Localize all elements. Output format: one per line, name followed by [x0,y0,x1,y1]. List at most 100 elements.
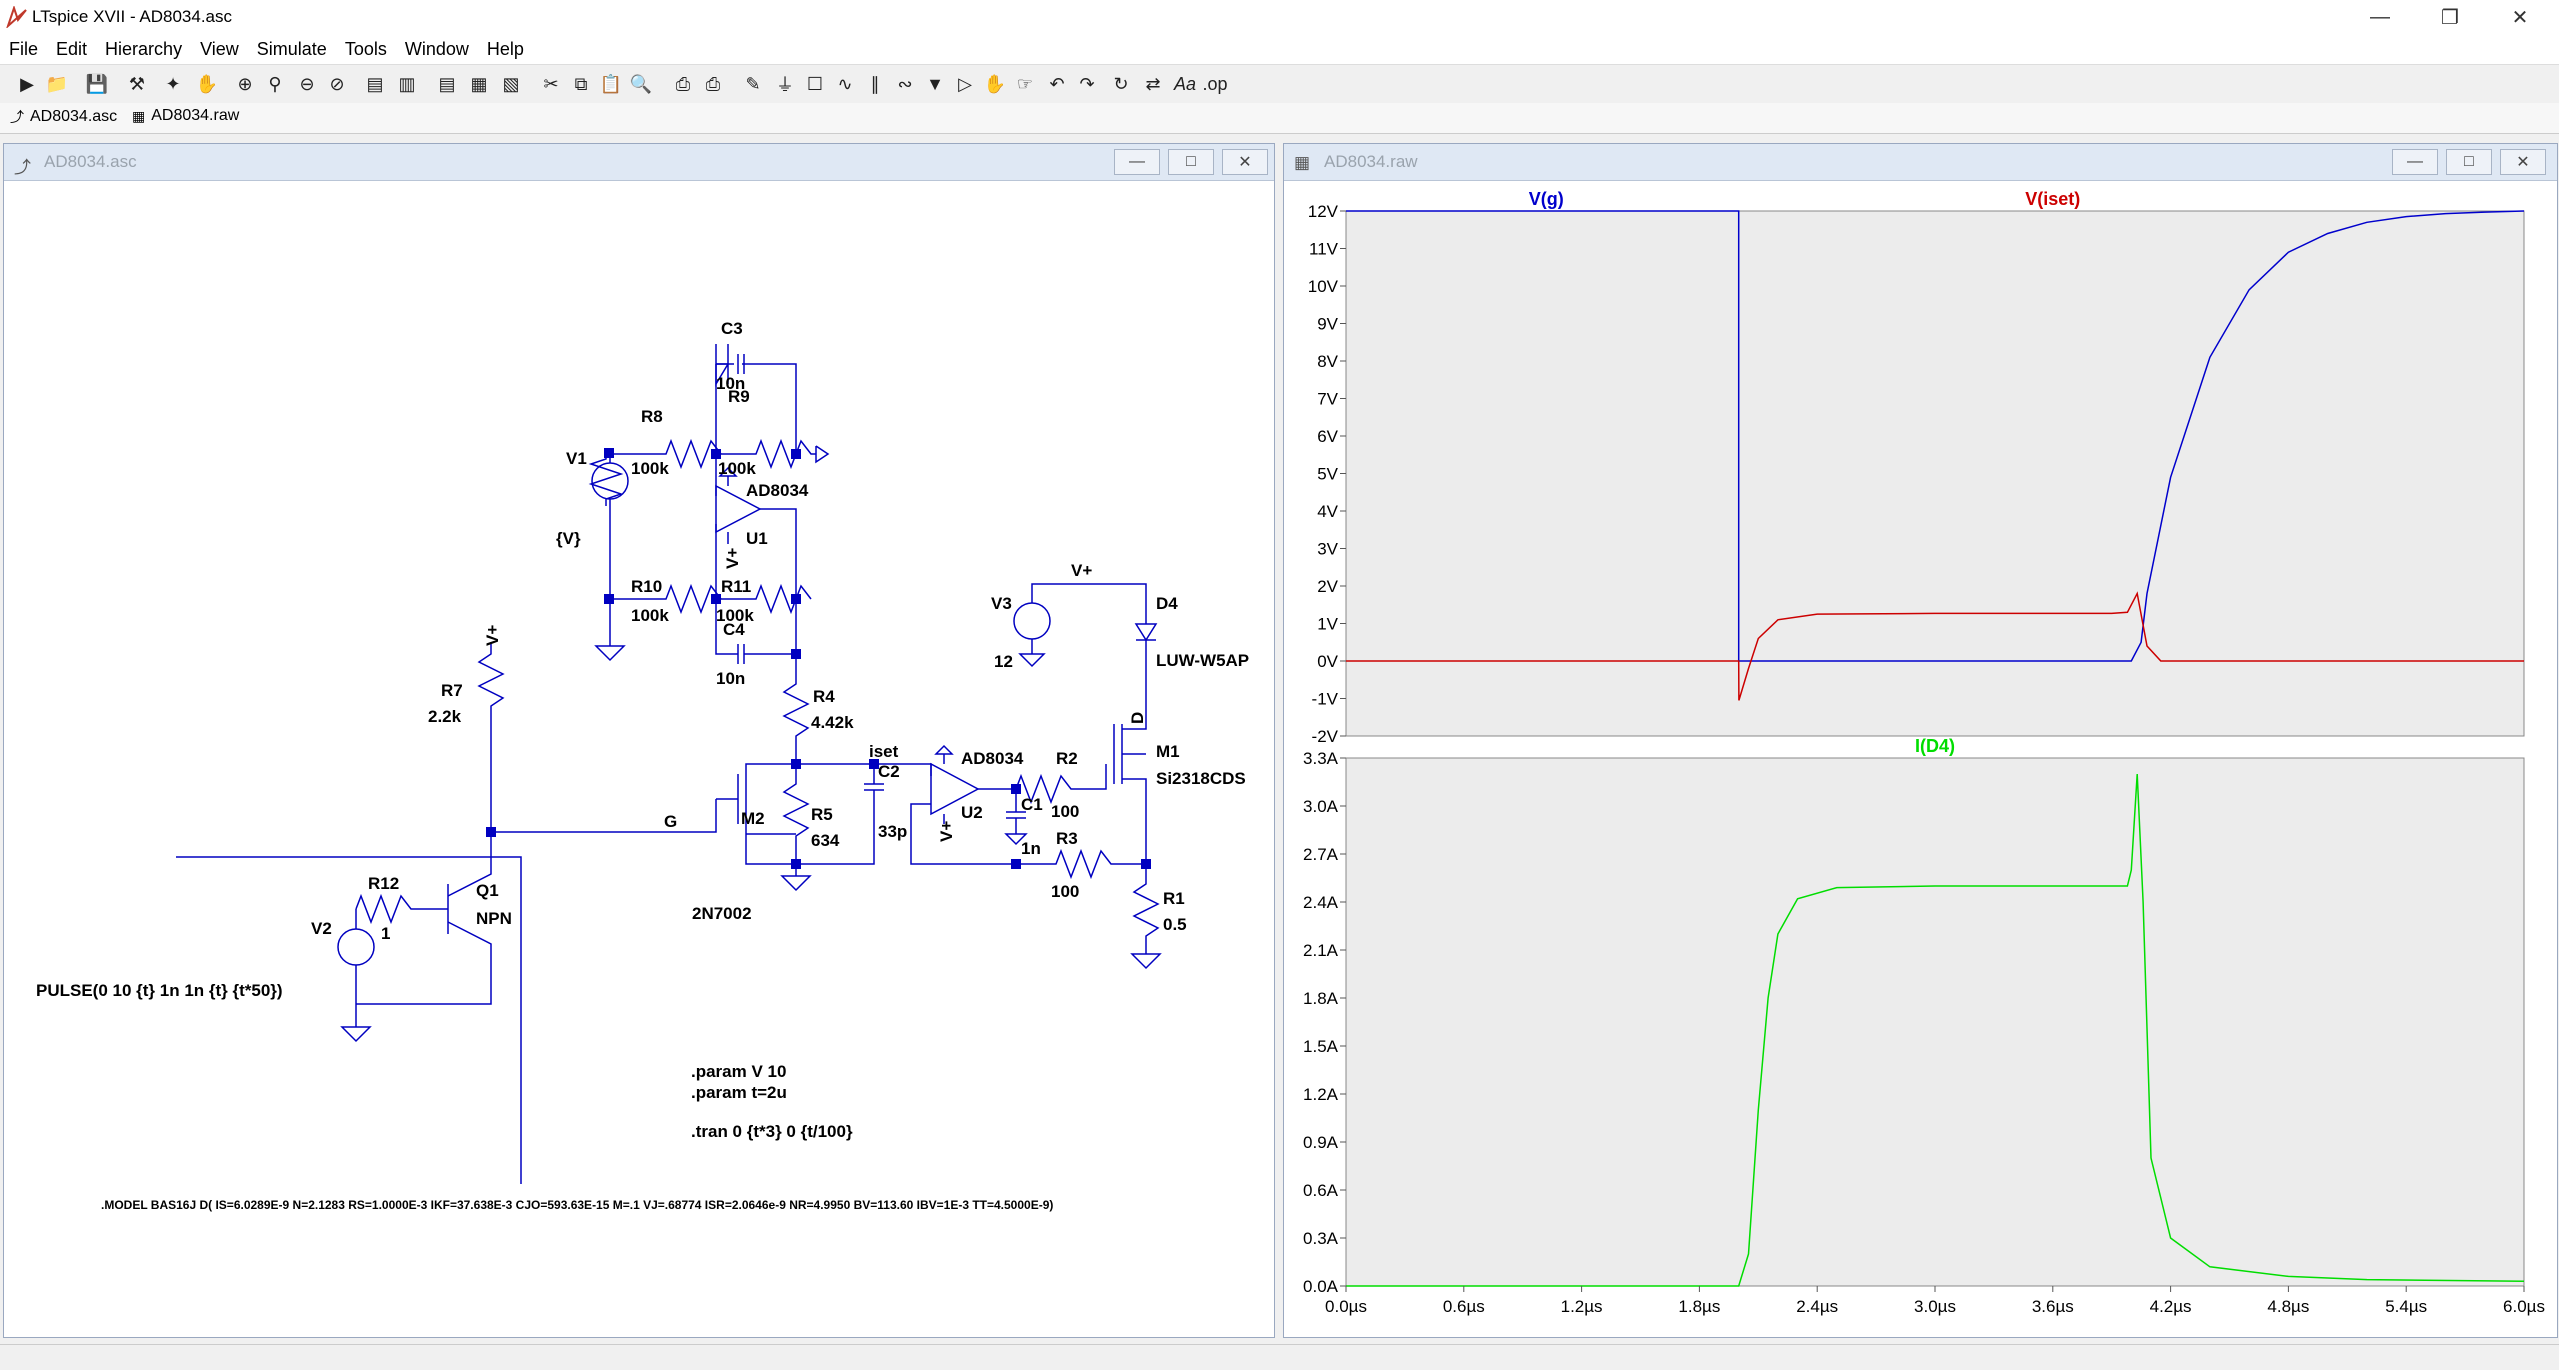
m2-model: 2N7002 [692,904,752,923]
label-net-icon[interactable]: ☐ [806,73,824,94]
schematic-maximize-button[interactable]: □ [1168,149,1214,175]
menu-tools[interactable]: Tools [344,38,387,59]
find-icon[interactable]: 🔍 [629,73,653,94]
schematic-minimize-button[interactable]: — [1114,149,1160,175]
menu-simulate[interactable]: Simulate [256,38,327,59]
menu-view[interactable]: View [200,38,239,59]
redo-icon[interactable]: ↷ [1079,73,1095,94]
menu-hierarchy[interactable]: Hierarchy [105,38,183,59]
mirror-icon[interactable]: ⇄ [1145,73,1161,94]
waveform-minimize-button[interactable]: — [2392,149,2438,175]
resistor-icon[interactable]: ∿ [837,73,853,94]
waveform-maximize-button[interactable]: □ [2446,149,2492,175]
pan-icon[interactable]: ✋ [195,73,219,94]
inductor-icon[interactable]: ∾ [897,73,913,94]
y-tick-label: 1V [1317,615,1338,634]
y-tick-label: 2.1A [1303,941,1339,960]
y-tick-label: -2V [1312,727,1339,746]
schematic-icon: ⤴ [10,109,24,125]
y-tick-label: 9V [1317,315,1338,334]
schematic-window-caption: ⤴ AD8034.asc — □ ✕ [4,144,1274,181]
halt-icon[interactable]: ✦ [165,73,181,94]
window-title: LTspice XVII - AD8034.asc [32,7,233,26]
u2-model: AD8034 [961,749,1024,768]
menu-window[interactable]: Window [404,38,469,59]
r10-label: R10 [631,577,662,596]
q1-label: Q1 [476,881,499,900]
paste-icon[interactable]: 📋 [599,73,623,94]
menu-edit[interactable]: Edit [56,38,88,59]
r1-value: 0.5 [1163,915,1187,934]
legend-label: I(D4) [1915,736,1955,756]
x-tick-label: 1.2µs [1561,1297,1603,1316]
menu-bar: File Edit Hierarchy View Simulate Tools … [0,34,2559,64]
autorange-icon[interactable]: ▤ [366,73,384,94]
cascade-icon[interactable]: ▧ [502,73,520,94]
schematic-close-button[interactable]: ✕ [1222,149,1268,175]
x-tick-label: 1.8µs [1678,1297,1720,1316]
zoom-cancel-icon[interactable]: ⊘ [329,73,345,94]
x-tick-label: 4.2µs [2150,1297,2192,1316]
text-icon[interactable]: Aa [1173,73,1197,94]
waveform-close-button[interactable]: ✕ [2500,149,2546,175]
x-tick-label: 0.6µs [1443,1297,1485,1316]
schematic-window: ⤴ AD8034.asc — □ ✕ [3,143,1275,1338]
ground-icon[interactable]: ⏚ [776,75,794,95]
g-net: G [664,812,677,831]
move-icon[interactable]: ✋ [983,73,1007,94]
zoom-fit-icon[interactable]: ⚲ [268,73,282,94]
schematic-icon: ⤴ [14,158,31,177]
y-tick-label: 0.9A [1303,1133,1339,1152]
directive-param-t[interactable]: .param t=2u [691,1083,787,1102]
save-icon[interactable]: 💾 [85,73,109,94]
waveform-icon: ▦ [132,107,146,124]
spice-directive-icon[interactable]: .op [1202,73,1228,94]
x-tick-label: 3.0µs [1914,1297,1956,1316]
tile-vertical-icon[interactable]: ▦ [470,73,488,94]
y-tick-label: 6V [1317,427,1338,446]
component-icon[interactable]: ▷ [958,73,972,94]
draw-wire-icon[interactable]: ✎ [745,73,761,94]
undo-icon[interactable]: ↶ [1049,73,1065,94]
model-directive[interactable]: .MODEL BAS16J D( IS=6.0289E-9 N=2.1283 R… [101,1198,1053,1212]
drag-icon[interactable]: ☞ [1016,73,1034,94]
tab-schematic[interactable]: ⤴ AD8034.asc [10,108,118,125]
q1-model: NPN [476,909,512,928]
r8-value: 100k [631,459,669,478]
minimize-button[interactable]: — [2370,5,2390,28]
tile-horizontal-icon[interactable]: ▤ [438,73,456,94]
c4-value: 10n [716,669,745,688]
capacitor-icon[interactable]: ∥ [870,73,880,94]
diode-icon[interactable]: ▼ [926,73,944,94]
restore-button[interactable]: ❐ [2441,6,2459,29]
v2-label: V2 [311,919,332,938]
directive-tran[interactable]: .tran 0 {t*3} 0 {t/100} [691,1122,853,1141]
toolbar: ▶ 📁 💾 ⚒ ✦ ✋ ⊕ ⚲ ⊖ ⊘ ▤ ▥ ▤ ▦ ▧ ✂ ⧉ 📋 🔍 ⎙ … [0,64,2559,104]
v3-vplus: V+ [1071,561,1092,580]
lower-pane-bg [1345,757,2525,1287]
legend-label: V(iset) [2025,189,2080,209]
print-preview-icon[interactable]: ⎙ [705,73,721,94]
pick-visible-icon[interactable]: ▥ [398,73,416,94]
menu-file[interactable]: File [9,38,39,59]
zoom-out-icon[interactable]: ⊖ [299,73,315,94]
rotate-icon[interactable]: ↻ [1113,73,1129,94]
run-icon[interactable]: ▶ [20,73,34,94]
x-tick-label: 2.4µs [1796,1297,1838,1316]
r2-label: R2 [1056,749,1078,768]
close-button[interactable]: ✕ [2511,6,2529,29]
directive-param-v[interactable]: .param V 10 [691,1062,786,1081]
zoom-in-icon[interactable]: ⊕ [237,73,253,94]
tab-waveform[interactable]: ▦ AD8034.raw [132,107,240,124]
cut-icon[interactable]: ✂ [543,73,559,94]
menu-help[interactable]: Help [486,38,524,59]
copy-icon[interactable]: ⧉ [574,73,588,94]
y-tick-label: 11V [1309,240,1339,259]
waveform-plot[interactable]: 12V11V10V9V8V7V6V5V4V3V2V1V0V-1V-2VV(g)V… [1284,181,2555,1335]
print-icon[interactable]: ⎙ [675,73,691,94]
open-folder-icon[interactable]: 📁 [45,73,69,94]
control-panel-icon[interactable]: ⚒ [128,73,146,94]
d4-model: LUW-W5AP [1156,651,1249,670]
schematic-canvas[interactable]: C3 10n R9 100k R8 100k V1 {V} AD8034 U1 … [16,184,1266,1330]
r8-label: R8 [641,407,663,426]
